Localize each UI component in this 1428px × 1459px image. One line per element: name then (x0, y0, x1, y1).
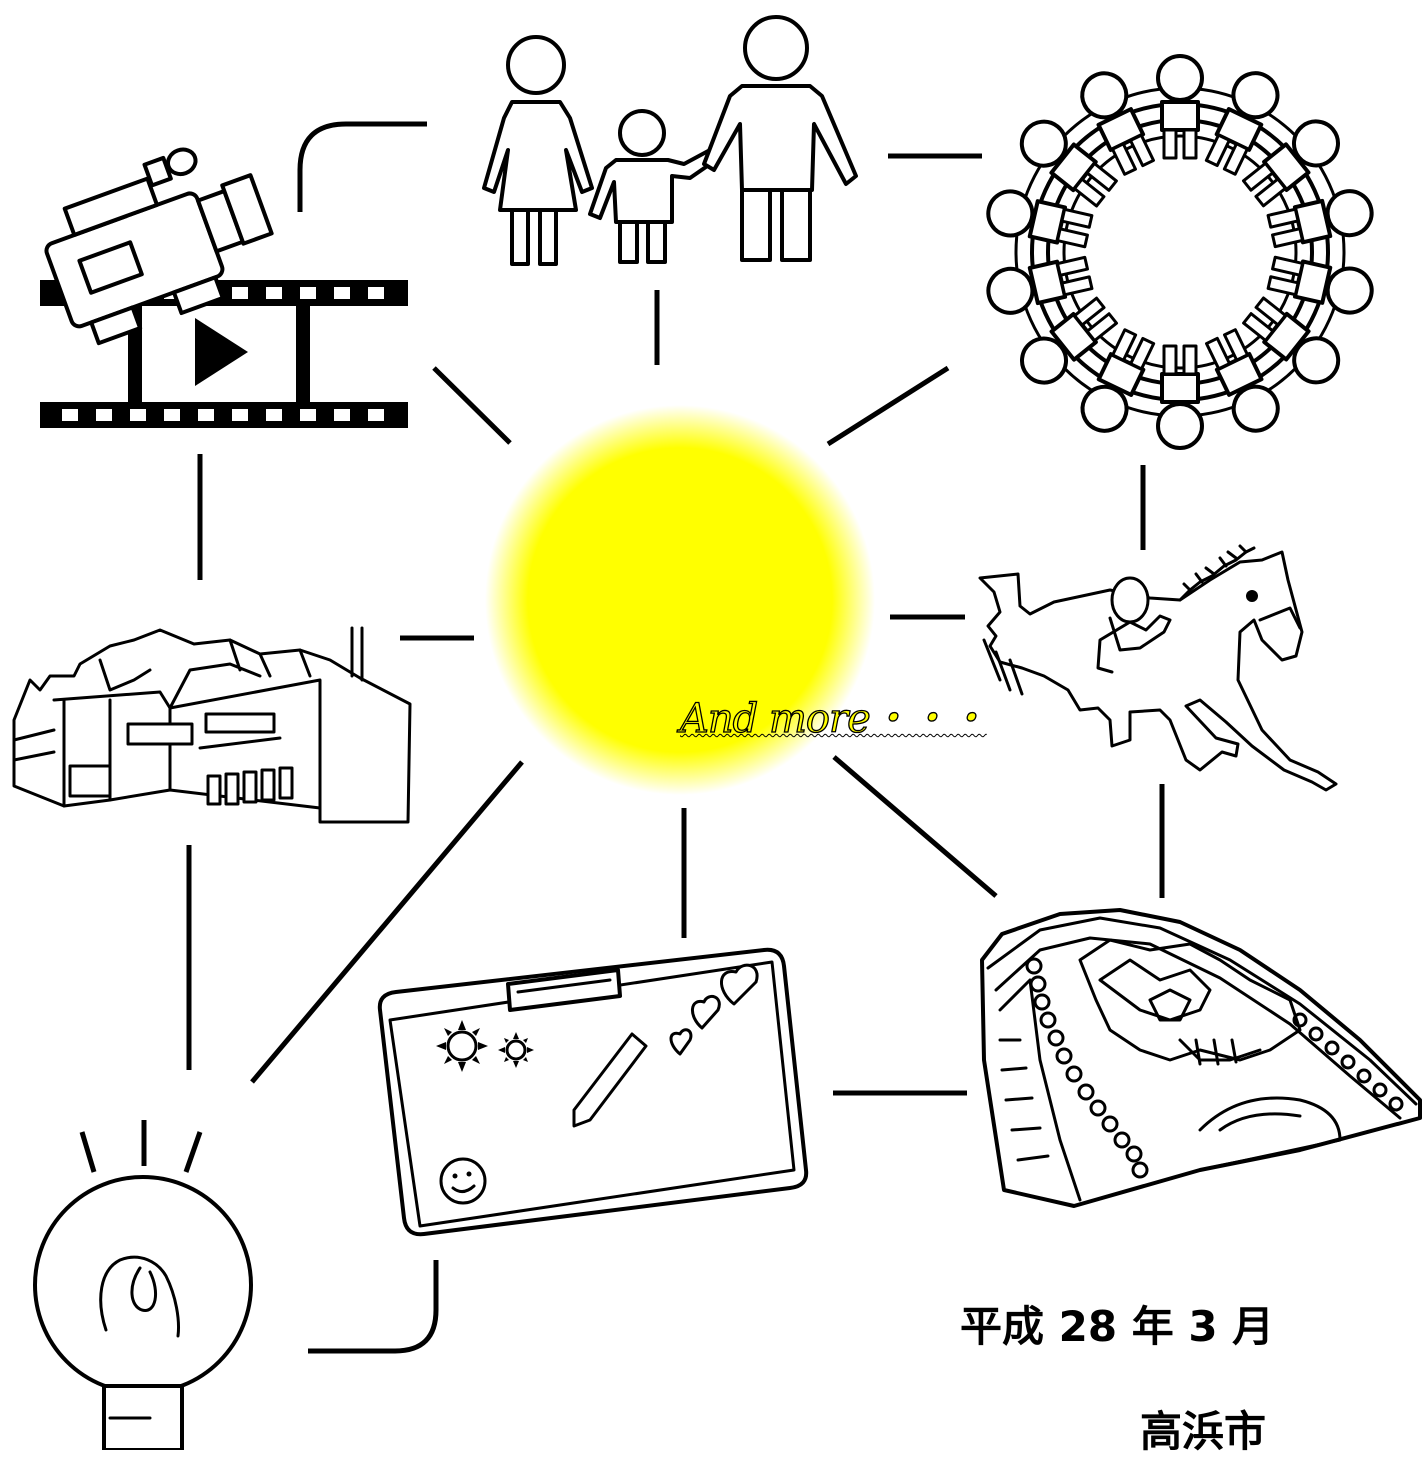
tablet-drawing-icon (377, 947, 809, 1237)
horse-rider-icon (978, 544, 1338, 792)
date-label: 平成 28 年 3 月 (960, 1302, 1275, 1351)
and-more-caption: And more・・・ (679, 695, 988, 742)
factory-building-icon (12, 626, 412, 824)
ornate-arch-icon (980, 908, 1422, 1208)
video-camera-film-icon (40, 147, 408, 428)
city-name: 高浜市 (1140, 1407, 1267, 1456)
light-bulb-icon (33, 1120, 253, 1450)
center-glow (485, 405, 875, 795)
people-ring-icon (981, 54, 1379, 450)
family-icon (482, 15, 858, 266)
connector-lines (186, 121, 1165, 1354)
